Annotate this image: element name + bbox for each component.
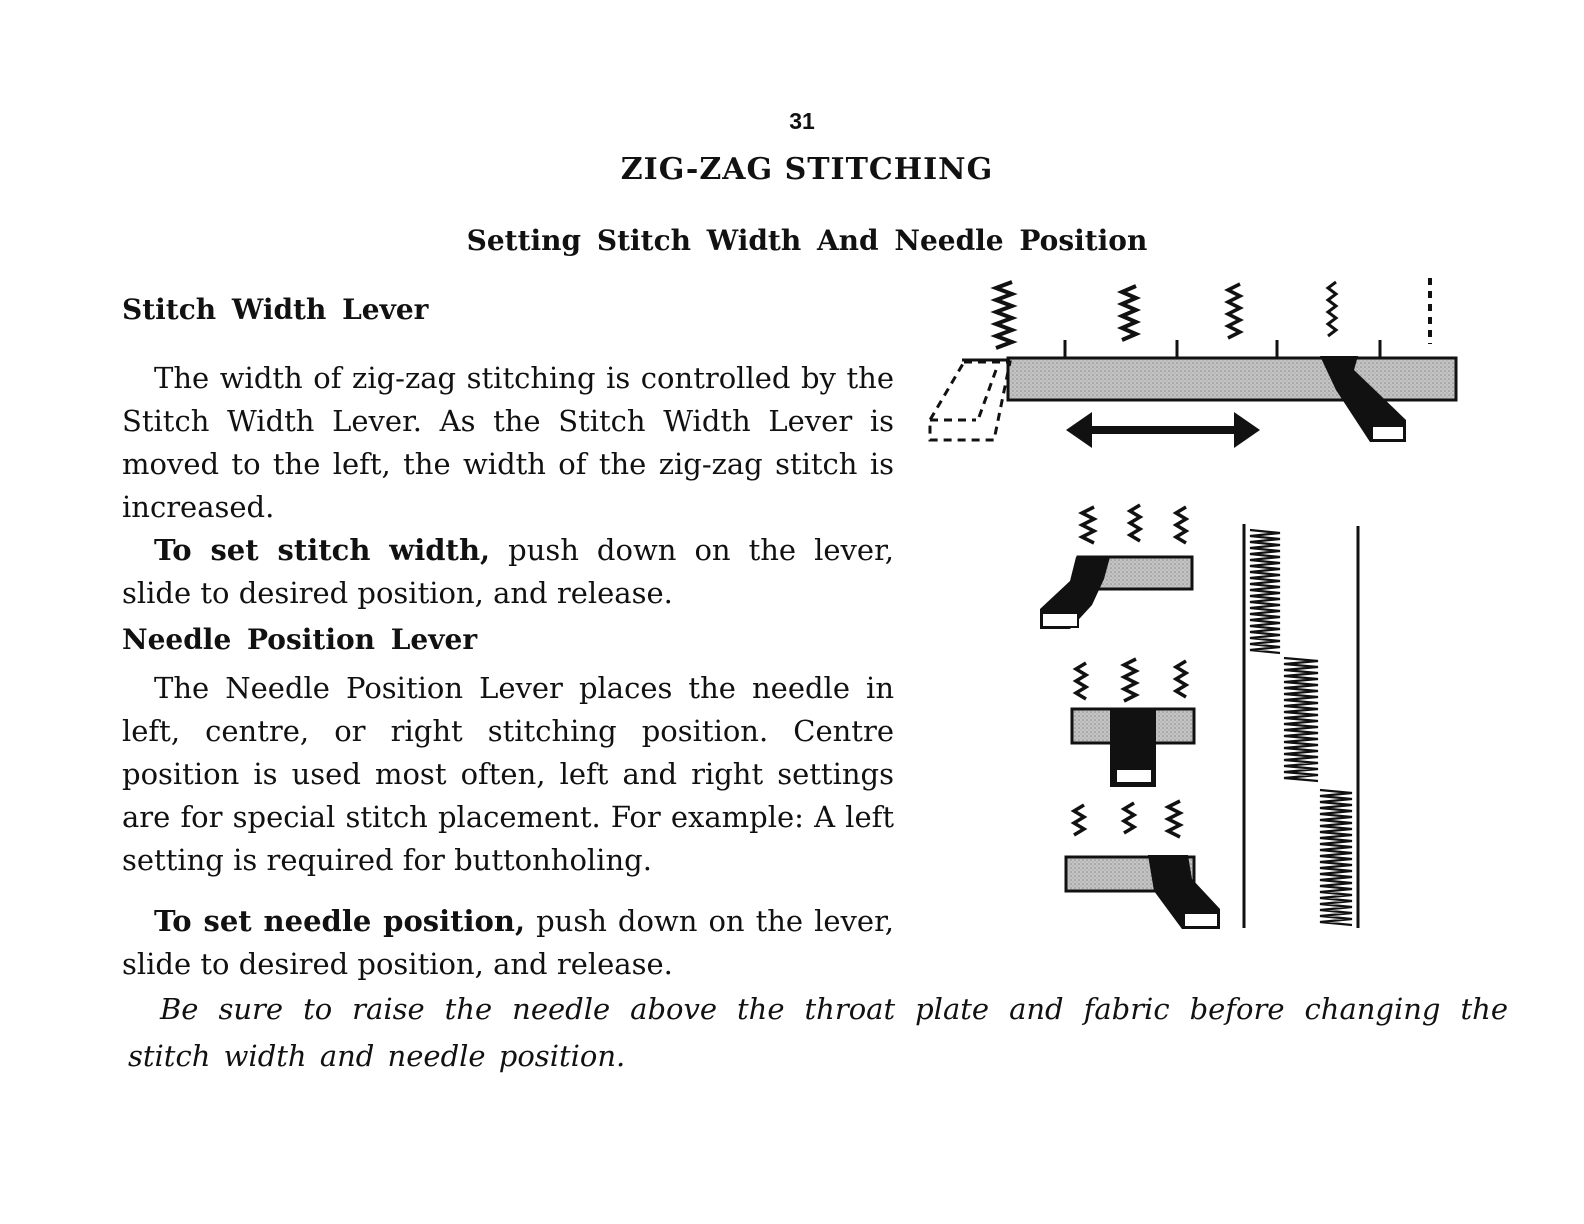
fine-zigzag-sample (1325, 280, 1339, 338)
lever-handle (1320, 356, 1406, 442)
caution-note: Be sure to raise the needle above the th… (128, 992, 1508, 1073)
narrow-zigzag-sample (1224, 282, 1244, 340)
needle-position-instruction: To set needle position, push down on the… (122, 900, 894, 986)
page-title: ZIG-ZAG STITCHING (620, 152, 994, 187)
zig-zag-position-sample (1242, 524, 1360, 928)
stitch-width-lever-illustration (928, 278, 1458, 448)
double-arrow (1066, 412, 1260, 448)
left-position-stitch (1249, 528, 1281, 655)
needle-position-section: Needle Position Lever The Needle Positio… (122, 618, 894, 986)
stitch-width-body: The width of zig-zag stitching is contro… (122, 361, 894, 524)
lever-bar (1006, 356, 1458, 402)
page-subtitle: Setting Stitch Width And Needle Position (466, 224, 1148, 257)
needle-position-lever-illustrations (1040, 503, 1220, 929)
needle-position-body: The Needle Position Lever places the nee… (122, 671, 894, 877)
stitch-width-heading: Stitch Width Lever (122, 293, 429, 326)
medium-zigzag-sample (1116, 284, 1142, 342)
stitch-width-instruction-lead: To set stitch width, (154, 533, 491, 567)
right-position-stitch (1319, 788, 1353, 927)
centre-position-stitch (1283, 656, 1319, 783)
wide-zigzag-sample (990, 280, 1018, 350)
stitch-width-section: Stitch Width Lever The width of zig-zag … (122, 288, 894, 615)
needle-position-instruction-lead: To set needle position, (154, 904, 526, 938)
page-number: 31 (789, 108, 815, 134)
needle-position-heading: Needle Position Lever (122, 623, 478, 656)
stitch-width-instruction: To set stitch width, push down on the le… (122, 529, 894, 615)
needle-position-instruction-text: push down on the lever, slide to desired… (122, 904, 894, 981)
stitch-width-instruction-text: push down on the lever, slide to desired… (122, 533, 894, 610)
